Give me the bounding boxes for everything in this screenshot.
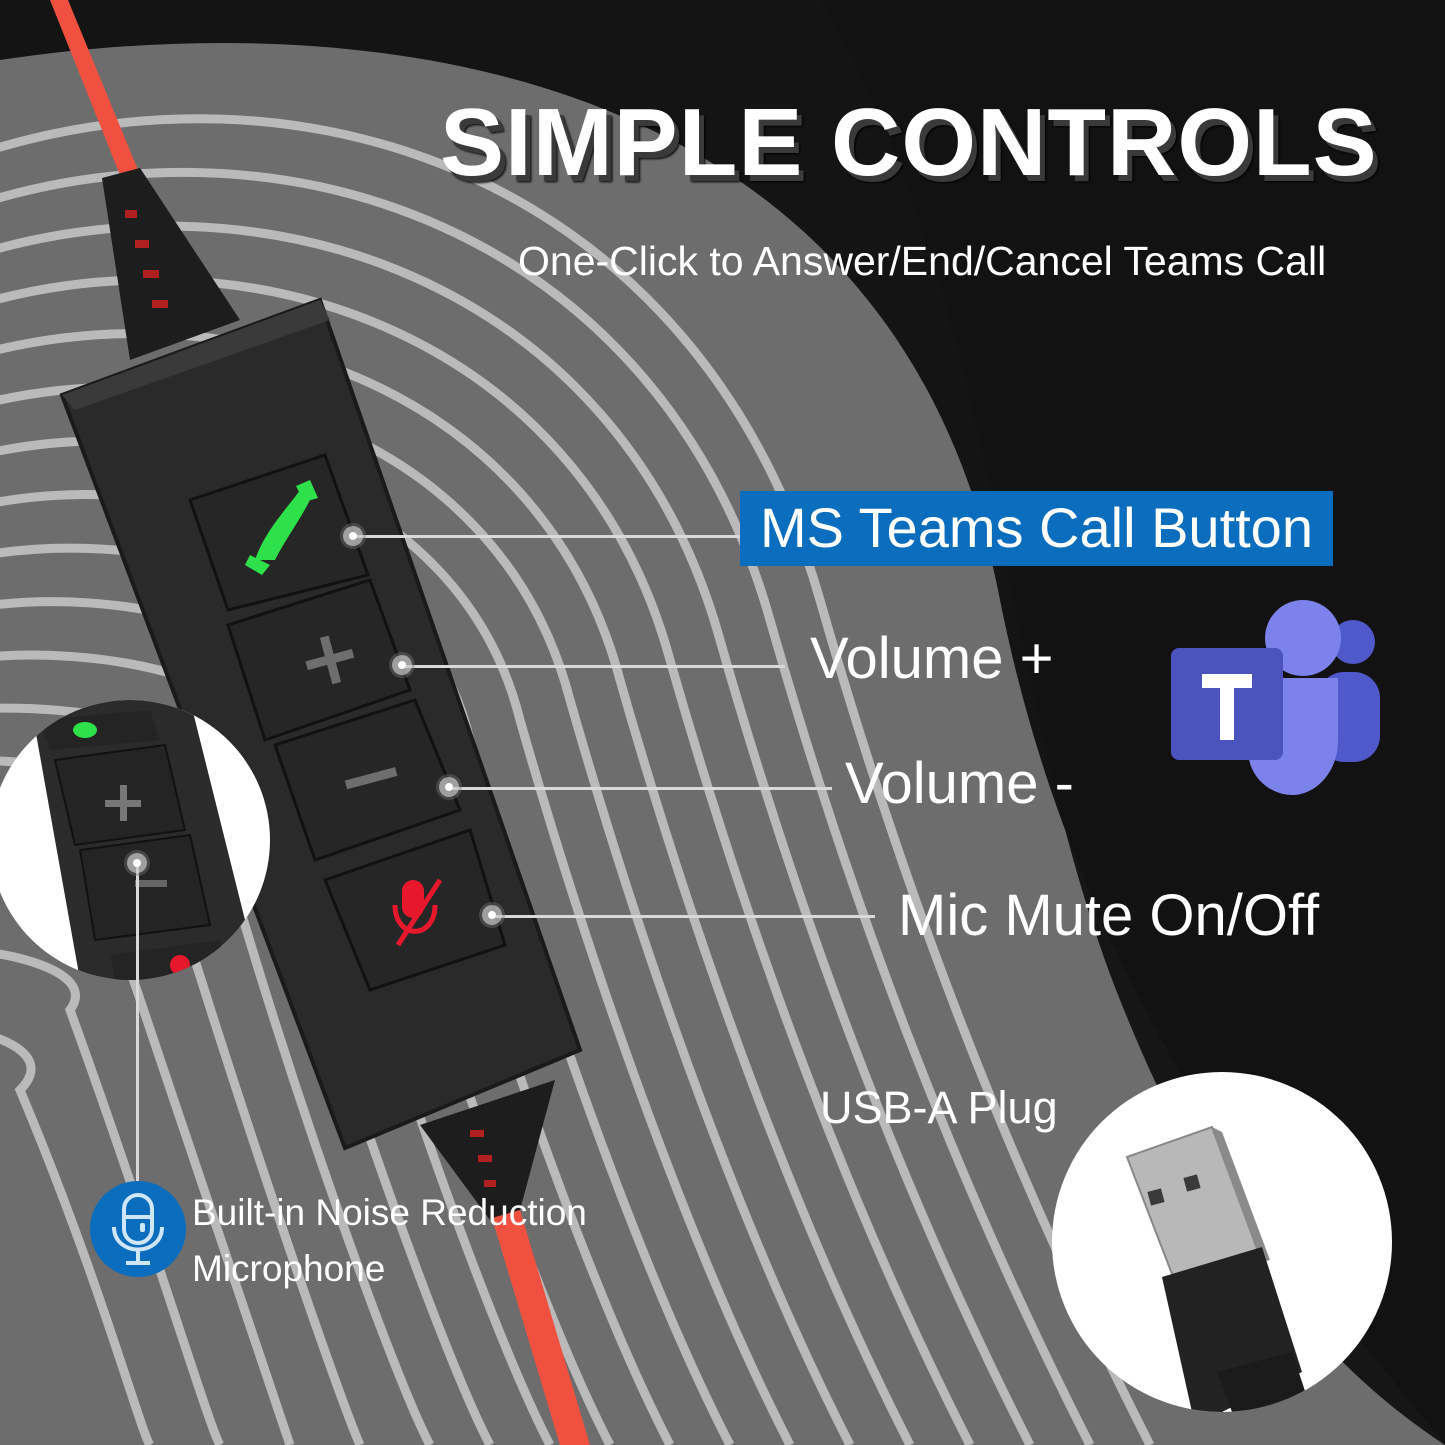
microphone-badge xyxy=(90,1181,186,1277)
microsoft-teams-logo-icon xyxy=(1171,600,1380,795)
marker-dot-mic-mute xyxy=(482,905,502,925)
volume-down-key[interactable] xyxy=(273,698,462,862)
microphone-icon xyxy=(112,1193,164,1265)
microphone-description: Built-in Noise Reduction Microphone xyxy=(192,1185,587,1297)
leader-line-volume-up xyxy=(402,665,785,668)
usb-plug-detail-circle xyxy=(1052,1072,1392,1412)
usb-a-plug-icon xyxy=(1125,1125,1312,1412)
marker-dot-volume-down xyxy=(439,777,459,797)
marker-dot-volume-up xyxy=(392,655,412,675)
volume-up-key[interactable] xyxy=(226,578,412,742)
usb-plug-label: USB-A Plug xyxy=(820,1082,1058,1133)
teams-call-button-label: MS Teams Call Button xyxy=(740,491,1333,566)
mic-mute-key[interactable] xyxy=(323,828,507,992)
volume-down-label: Volume - xyxy=(845,751,1074,816)
leader-line-teams xyxy=(353,535,740,538)
microphone-description-line2: Microphone xyxy=(192,1248,386,1289)
leader-line-mic-mute xyxy=(492,915,875,918)
microphone-description-line1: Built-in Noise Reduction xyxy=(192,1192,587,1233)
leader-line-volume-down xyxy=(449,787,832,790)
marker-dot-microphone xyxy=(127,853,147,873)
page-title: SIMPLE CONTROLS xyxy=(440,89,1378,196)
leader-line-microphone xyxy=(136,862,139,1182)
marker-dot-teams xyxy=(343,526,363,546)
magnified-detail-circle xyxy=(0,700,270,980)
page-subtitle: One-Click to Answer/End/Cancel Teams Cal… xyxy=(518,238,1327,284)
teams-call-key[interactable] xyxy=(188,453,370,612)
volume-up-label: Volume + xyxy=(810,626,1054,691)
mic-mute-label: Mic Mute On/Off xyxy=(898,883,1320,948)
magnified-controller xyxy=(30,700,260,980)
